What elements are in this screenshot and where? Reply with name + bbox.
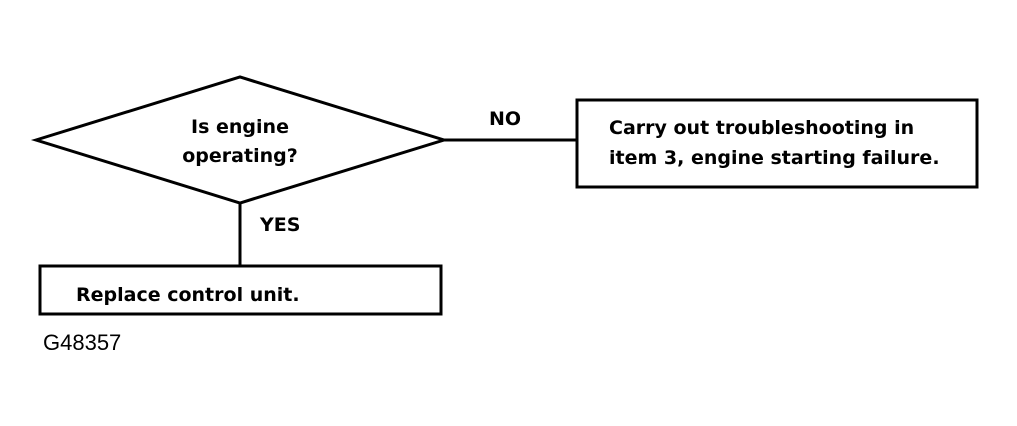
- decision-text-line2: operating?: [182, 145, 298, 167]
- no-action-box: [575, 98, 979, 189]
- decision-text-line1: Is engine: [191, 116, 289, 138]
- figure-id-label: G48357: [43, 330, 122, 355]
- yes-action-box: [38, 264, 443, 316]
- no-action-text-line1: Carry out troubleshooting in: [609, 117, 915, 139]
- no-branch-label: NO: [489, 108, 522, 130]
- no-action-text-line2: item 3, engine starting failure.: [609, 147, 940, 169]
- decision-diamond: [30, 75, 450, 205]
- yes-action-text: Replace control unit.: [76, 284, 300, 306]
- no-action-text: Carry out troubleshooting in item 3, eng…: [609, 113, 940, 173]
- yes-branch-label: YES: [260, 214, 301, 236]
